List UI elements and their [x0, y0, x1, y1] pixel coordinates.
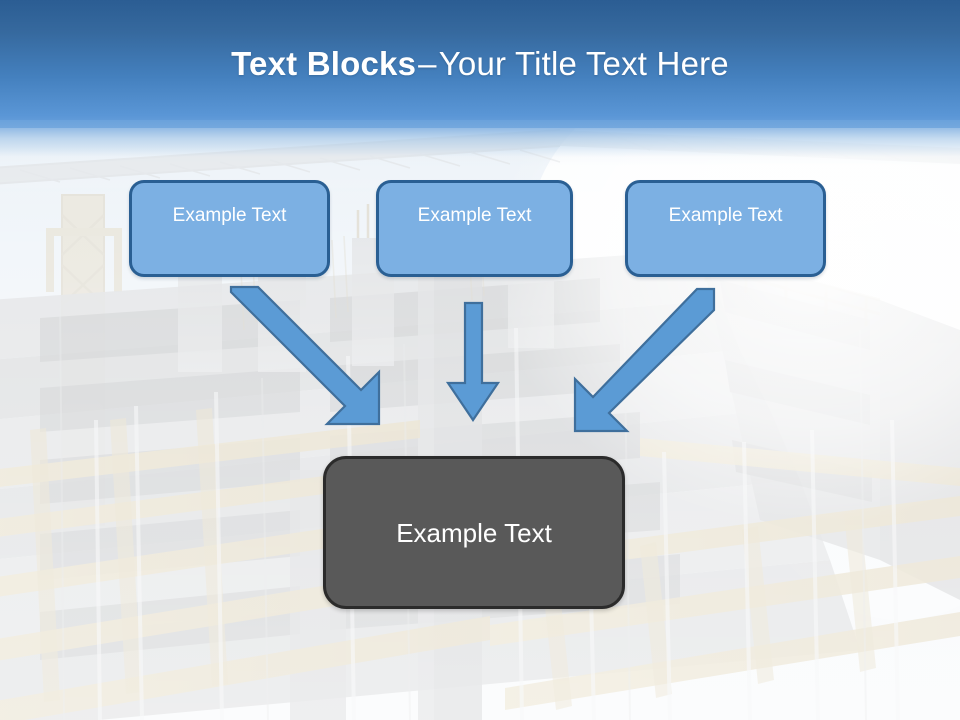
- text-block-3-label: Example Text: [668, 205, 783, 226]
- text-block-3[interactable]: Example Text: [625, 180, 826, 277]
- result-text-block[interactable]: Example Text: [323, 456, 625, 609]
- page-title-light: Your Title Text Here: [438, 45, 729, 82]
- page-title-separator: –: [418, 45, 437, 82]
- text-block-2[interactable]: Example Text: [376, 180, 573, 277]
- text-block-2-label: Example Text: [417, 205, 532, 226]
- header-band: [0, 0, 960, 128]
- text-block-1-label: Example Text: [172, 205, 287, 226]
- page-title: Text Blocks – Your Title Text Here: [0, 0, 960, 128]
- text-block-1[interactable]: Example Text: [129, 180, 330, 277]
- result-text-block-label: Example Text: [396, 517, 552, 548]
- page-title-bold: Text Blocks: [231, 45, 417, 82]
